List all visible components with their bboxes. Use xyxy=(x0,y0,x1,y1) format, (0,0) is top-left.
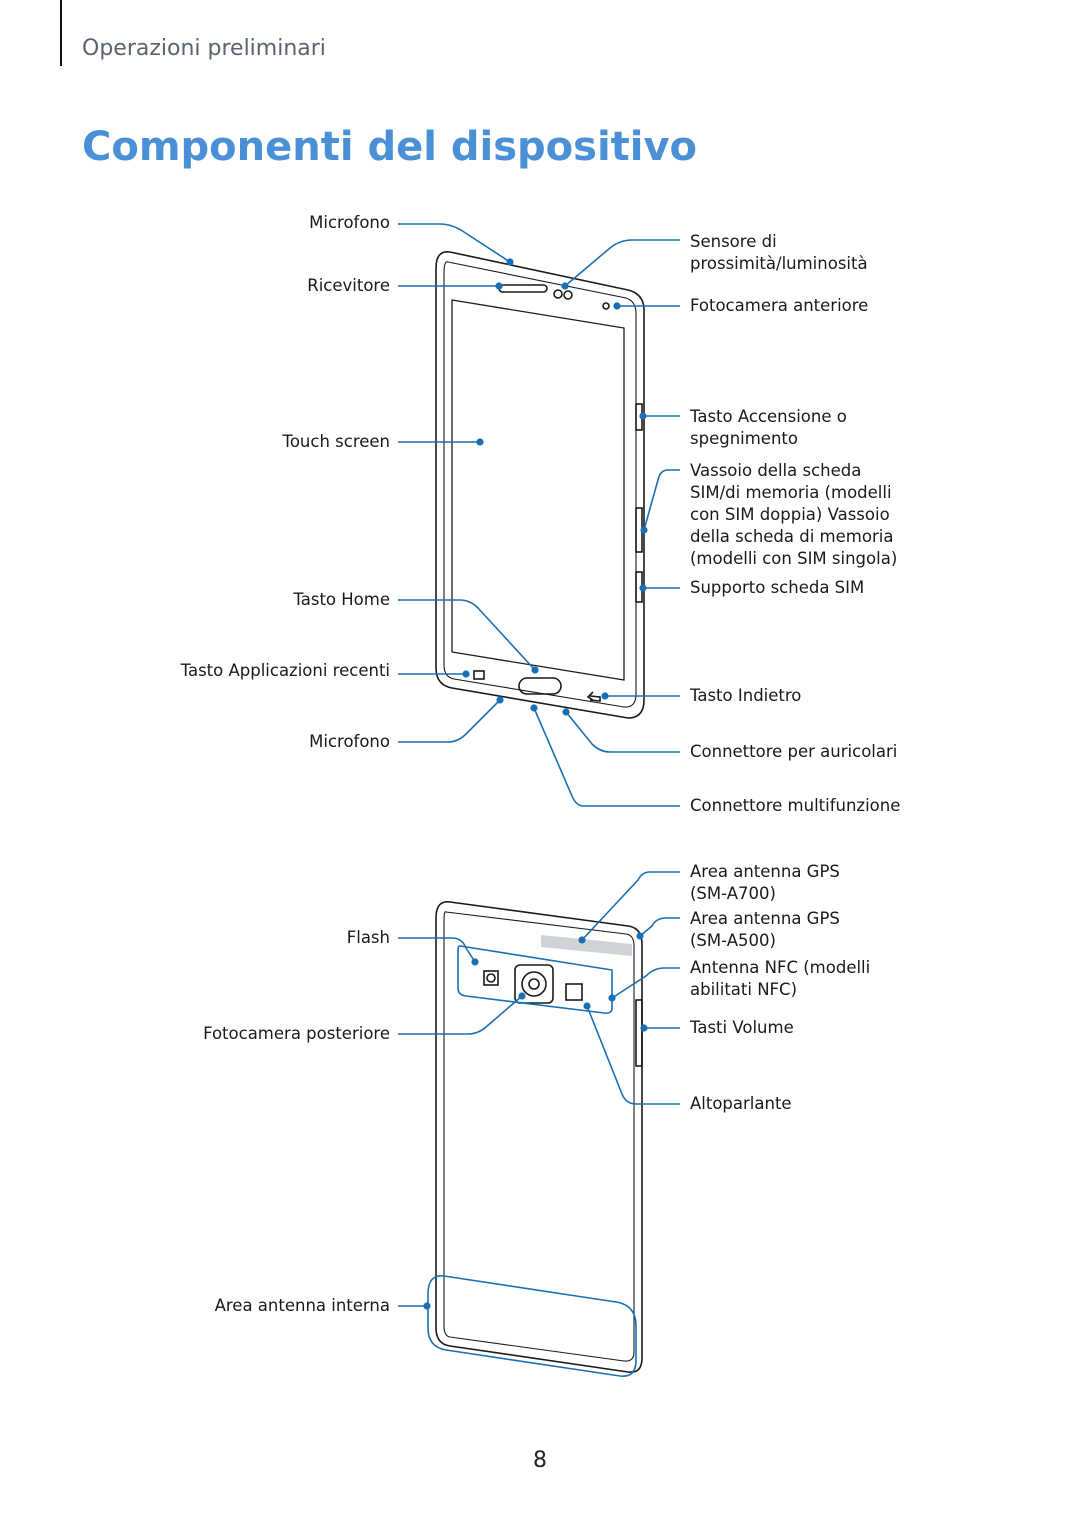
label-connettore-multifunzione: Connettore multifunzione xyxy=(690,796,901,815)
label-microfono-bottom: Microfono xyxy=(309,732,390,751)
label-tasto-accensione-line2: spegnimento xyxy=(690,429,798,448)
label-gps-a500-line2: (SM-A500) xyxy=(690,931,776,950)
label-nfc-line1: Antenna NFC (modelli xyxy=(690,958,871,977)
label-tasto-home: Tasto Home xyxy=(293,590,390,609)
leader-lines xyxy=(398,223,680,1377)
back-phone-outline xyxy=(435,901,643,1374)
label-gps-a500-line1: Area antenna GPS xyxy=(690,909,840,928)
label-touch-screen: Touch screen xyxy=(282,432,390,451)
label-flash: Flash xyxy=(346,928,390,947)
label-microfono-top: Microfono xyxy=(309,213,390,232)
label-vassoio-line1: Vassoio della scheda xyxy=(690,461,862,480)
label-vassoio-line4: della scheda di memoria xyxy=(690,527,894,546)
front-phone-outline xyxy=(435,251,645,719)
label-vassoio-line2: SIM/di memoria (modelli xyxy=(690,483,892,502)
label-fotocamera-anteriore: Fotocamera anteriore xyxy=(690,296,869,315)
gps-antenna-area xyxy=(541,935,632,956)
label-vassoio-line3: con SIM doppia) Vassoio xyxy=(690,505,890,524)
leader-dots xyxy=(423,258,648,1310)
label-nfc-line2: abilitati NFC) xyxy=(690,980,798,999)
page-number: 8 xyxy=(533,1448,547,1473)
label-sensore-line1: Sensore di xyxy=(690,232,777,251)
label-gps-a700-line2: (SM-A700) xyxy=(690,884,776,903)
label-sensore-line2: prossimità/luminosità xyxy=(690,254,868,273)
label-area-antenna-interna: Area antenna interna xyxy=(214,1296,390,1315)
section-title: Operazioni preliminari xyxy=(82,36,326,61)
label-tasti-volume: Tasti Volume xyxy=(690,1018,794,1037)
label-altoparlante: Altoparlante xyxy=(690,1094,792,1113)
label-connettore-auricolari: Connettore per auricolari xyxy=(690,742,898,761)
label-vassoio-line5: (modelli con SIM singola) xyxy=(690,549,898,568)
label-tasto-app-recenti: Tasto Applicazioni recenti xyxy=(180,661,390,680)
label-tasto-indietro: Tasto Indietro xyxy=(690,686,802,705)
label-gps-a700-line1: Area antenna GPS xyxy=(690,862,840,881)
header-rule xyxy=(60,0,62,66)
label-supporto-sim: Supporto scheda SIM xyxy=(690,578,865,597)
label-tasto-accensione-line1: Tasto Accensione o xyxy=(690,407,847,426)
label-fotocamera-posteriore: Fotocamera posteriore xyxy=(203,1024,390,1043)
page-title: Componenti del dispositivo xyxy=(82,124,698,170)
label-ricevitore: Ricevitore xyxy=(307,276,390,295)
